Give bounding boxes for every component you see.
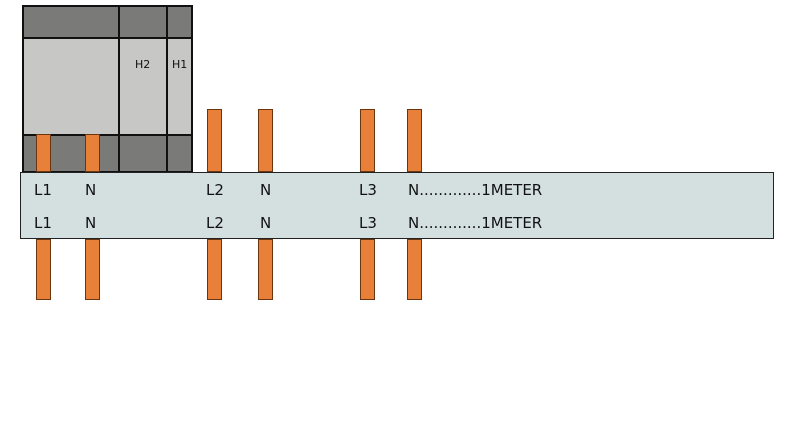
module-main-face <box>24 39 118 134</box>
copper-pin-l1-bottom <box>36 239 51 300</box>
label-row2-l1: L1 <box>34 214 52 232</box>
copper-pin-n3-bottom <box>407 239 422 300</box>
module-main-divider-bottom <box>24 134 118 136</box>
copper-pin-l1-top <box>36 134 51 172</box>
label-row2-n2: N <box>260 214 272 232</box>
label-row1-n3-meter: N.............1METER <box>408 181 543 199</box>
copper-pin-l2-top <box>207 109 222 172</box>
label-row1-n1: N <box>85 181 97 199</box>
copper-pin-n3-top <box>407 109 422 172</box>
label-row2-l2: L2 <box>206 214 224 232</box>
module-main-divider-top <box>24 37 118 39</box>
copper-pin-l2-bottom <box>207 239 222 300</box>
label-row1-n2: N <box>260 181 272 199</box>
copper-pin-l3-bottom <box>360 239 375 300</box>
label-row2-l3: L3 <box>359 214 377 232</box>
copper-pin-n1-top <box>85 134 100 172</box>
label-row1-l1: L1 <box>34 181 52 199</box>
module-h1-divider-top <box>168 37 191 39</box>
module-h2-divider-bottom <box>120 134 166 136</box>
module-h2-face <box>120 39 166 134</box>
module-h2-divider-top <box>120 37 166 39</box>
copper-pin-n2-bottom <box>258 239 273 300</box>
copper-pin-n1-bottom <box>85 239 100 300</box>
module-h1-label: H1 <box>172 58 188 71</box>
module-h1-divider-bottom <box>168 134 191 136</box>
copper-pin-n2-top <box>258 109 273 172</box>
busbar-rail <box>20 172 774 239</box>
label-row1-l3: L3 <box>359 181 377 199</box>
module-h2-label: H2 <box>135 58 151 71</box>
copper-pin-l3-top <box>360 109 375 172</box>
label-row2-n1: N <box>85 214 97 232</box>
module-h1-face <box>168 39 191 134</box>
label-row2-n3-meter: N.............1METER <box>408 214 543 232</box>
label-row1-l2: L2 <box>206 181 224 199</box>
